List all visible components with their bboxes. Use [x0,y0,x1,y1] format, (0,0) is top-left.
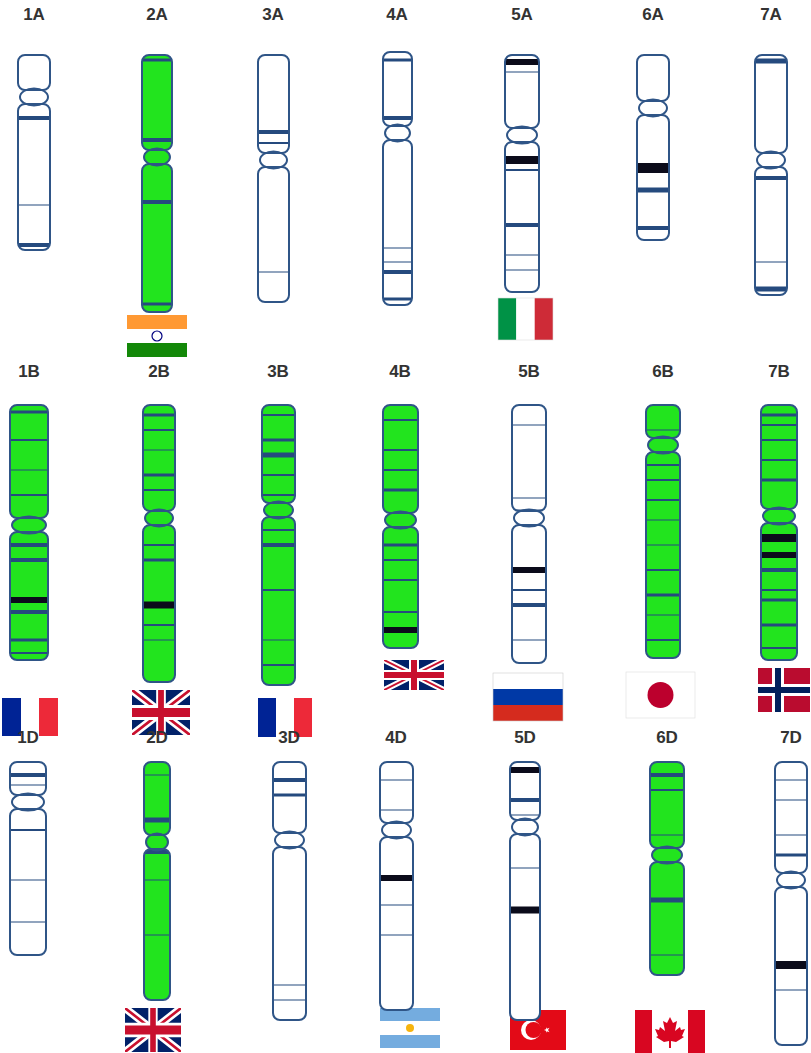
chromosome-outline [6,53,62,252]
chromosome: 2D [132,728,182,1002]
flag-argentina [380,1008,440,1048]
chromosome: 1B [0,362,60,662]
chromosome: 7D [763,728,811,1047]
chromosome-label: 6D [638,728,696,748]
chromosome-label: 4D [368,728,425,748]
chromosome-outline [130,53,184,314]
chromosome-label: 4B [371,362,430,382]
chromosome: 5D [498,728,552,1022]
flag-uk [384,660,444,690]
chromosome: 7B [749,362,809,662]
chromosome-outline [498,760,552,1022]
chromosome-label: 5B [500,362,558,382]
chromosome: 3A [246,5,301,304]
chromosome-outline [371,403,430,650]
chromosome-outline [763,760,811,1047]
flag-russia [493,673,563,721]
chromosome-label: 6A [625,5,681,25]
chromosome-outline [743,53,799,297]
flag-norway [758,668,810,712]
chromosome-outline [261,760,318,1022]
chromosome-label: 2D [132,728,182,748]
chromosome: 5A [493,5,551,294]
chromosome-label: 7B [749,362,809,382]
chromosome: 2B [131,362,187,684]
chromosome: 5B [500,362,558,665]
chromosome: 1D [0,728,58,957]
chromosome: 6D [638,728,696,977]
flag-canada [635,1010,705,1053]
chromosome-outline [368,760,425,1012]
chromosome-label: 3A [246,5,301,25]
chromosome: 3B [250,362,307,687]
chromosome: 6B [634,362,692,660]
chromosome-outline [500,403,558,665]
chromosome-label: 2B [131,362,187,382]
chromosome-outline [131,403,187,684]
chromosome: 6A [625,5,681,242]
chromosome-outline [132,760,182,1002]
chromosome-label: 5D [498,728,552,748]
chromosome: 1A [6,5,62,252]
chromosome-label: 4A [371,5,424,25]
chromosome-outline [246,53,301,304]
flag-italy [498,298,553,340]
chromosome-label: 1D [0,728,58,748]
flag-uk [125,1008,181,1052]
chromosome-outline [250,403,307,687]
chromosome: 7A [743,5,799,297]
chromosome-label: 7D [763,728,811,748]
chromosome: 3D [261,728,318,1022]
chromosome-outline [371,50,424,307]
chromosome-label: 3B [250,362,307,382]
flag-japan [626,672,695,718]
chromosome-outline [638,760,696,977]
chromosome-label: 6B [634,362,692,382]
chromosome: 4A [371,5,424,307]
chromosome-label: 1B [0,362,60,382]
chromosome-outline [625,53,681,242]
chromosome-outline [634,403,692,660]
chromosome: 2A [130,5,184,314]
chromosome-label: 3D [261,728,318,748]
chromosome-outline [493,53,551,294]
chromosome-label: 1A [6,5,62,25]
chromosome-label: 2A [130,5,184,25]
flag-india [127,315,187,357]
chromosome-outline [0,760,58,957]
chromosome-outline [749,403,809,662]
chromosome: 4B [371,362,430,650]
chromosome: 4D [368,728,425,1012]
chromosome-outline [0,403,60,662]
chromosome-label: 7A [743,5,799,25]
chromosome-label: 5A [493,5,551,25]
